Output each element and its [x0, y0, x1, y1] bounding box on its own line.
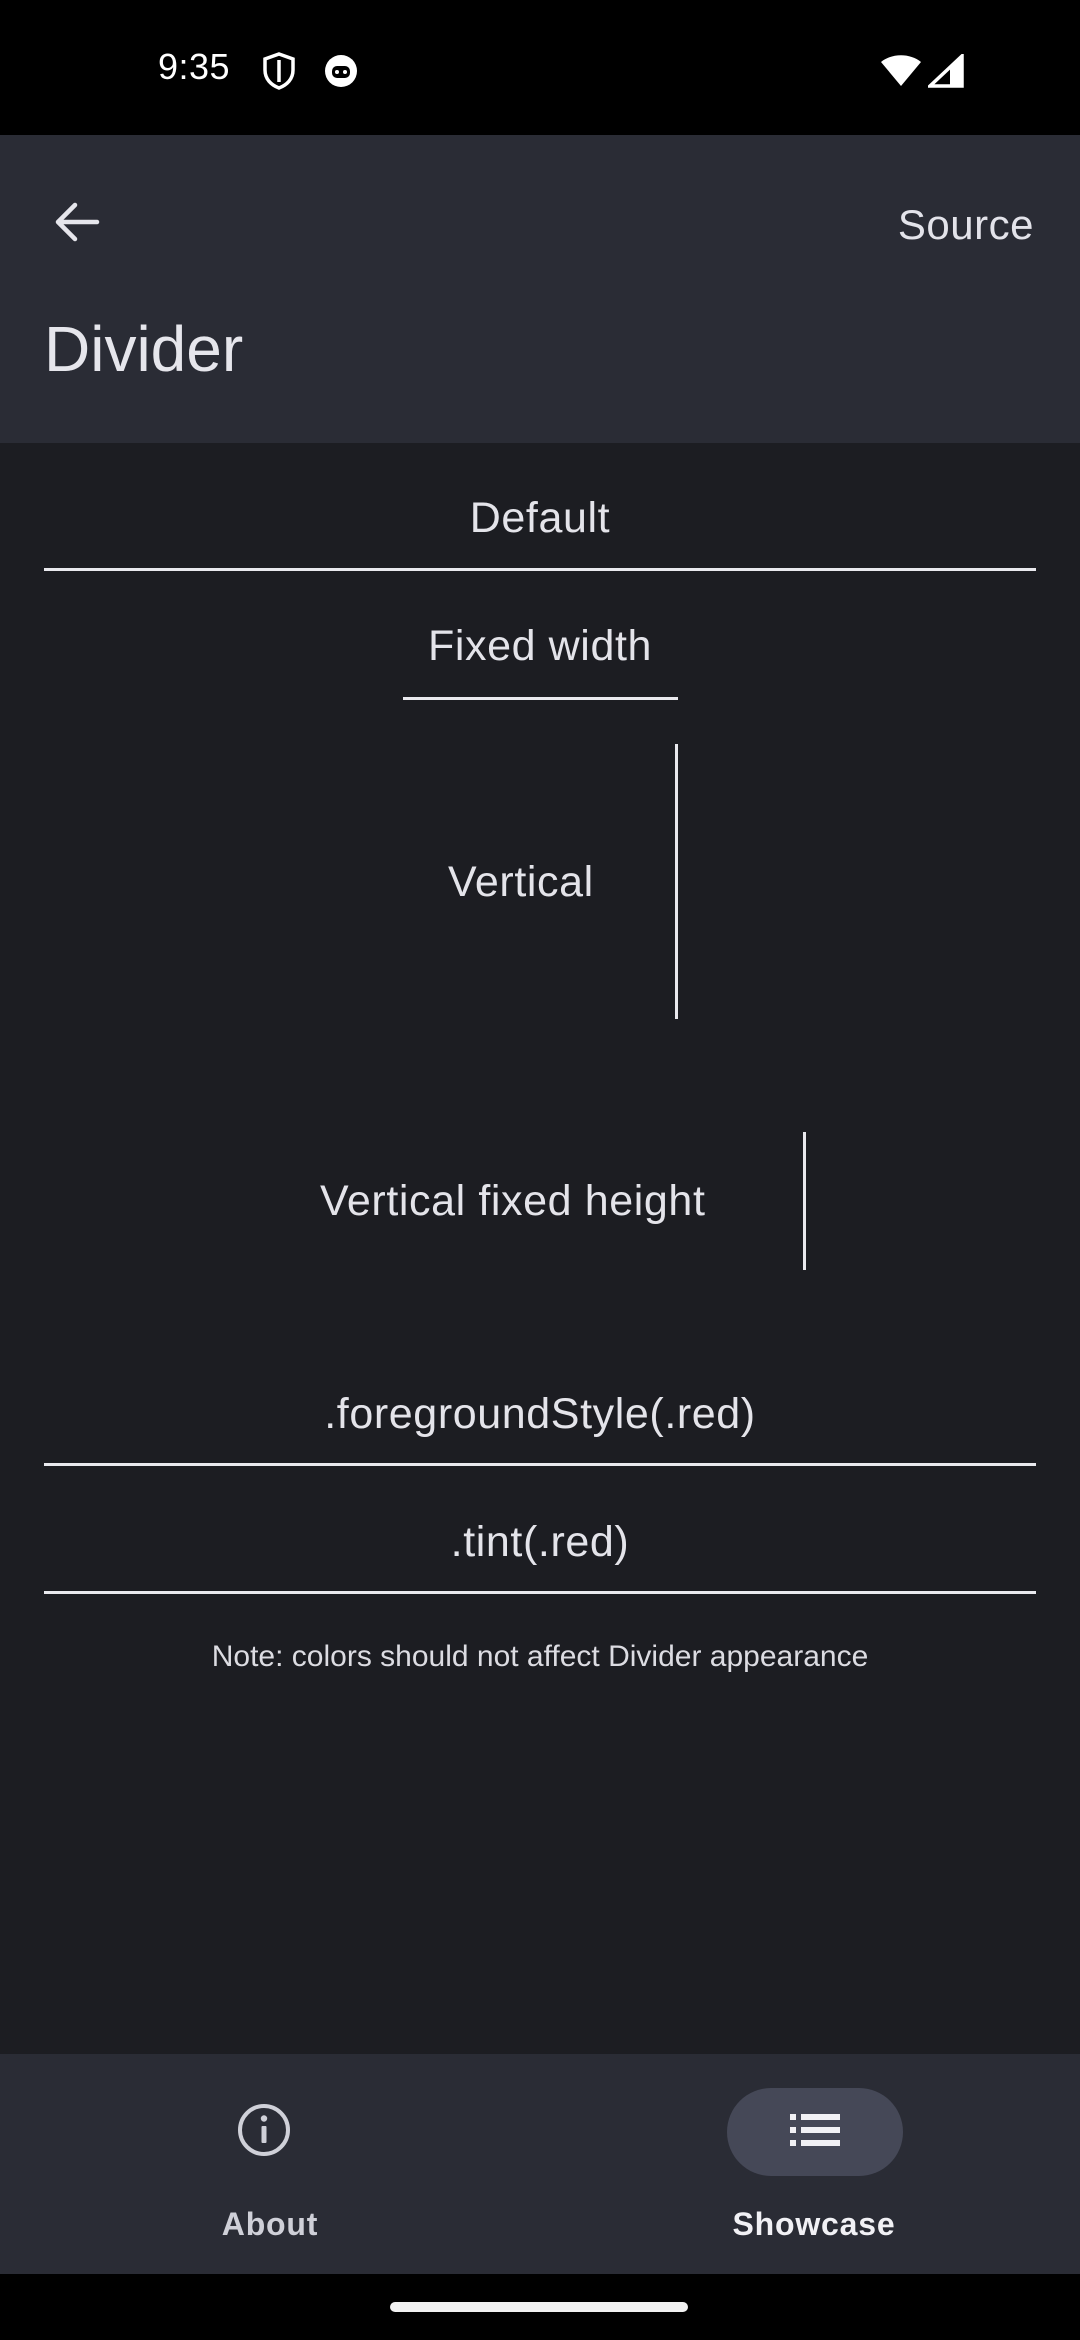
app-bar: [0, 135, 1080, 443]
vertical-divider: [675, 744, 678, 1019]
gesture-bar: [0, 2274, 1080, 2340]
nav-item-showcase[interactable]: Showcase: [540, 2054, 1080, 2274]
home-gesture-handle[interactable]: [390, 2302, 688, 2312]
arrow-left-icon: [53, 200, 101, 249]
fixed-width-divider: [403, 697, 678, 700]
vertical-fixed-height-divider: [803, 1132, 806, 1270]
signal-icon: [925, 51, 964, 93]
shield-icon: [262, 52, 296, 95]
nav-label-showcase: Showcase: [732, 2206, 896, 2242]
nav-item-about[interactable]: About: [0, 2054, 540, 2274]
status-time: 9:35: [158, 46, 231, 87]
nav-label-about: About: [221, 2206, 319, 2242]
list-icon: [788, 2110, 842, 2155]
info-icon: [236, 2102, 292, 2163]
default-divider: [44, 568, 1036, 571]
nav-pill-showcase: [727, 2088, 903, 2176]
foreground-style-divider: [44, 1463, 1036, 1466]
default-label: Default: [469, 494, 611, 542]
back-button[interactable]: [32, 182, 122, 266]
bottom-navigation: About Showcase: [0, 2054, 1080, 2274]
fixed-width-label: Fixed width: [427, 622, 653, 670]
tint-label: .tint(.red): [450, 1518, 630, 1566]
status-bar: 9:35: [0, 0, 1080, 135]
vertical-label: Vertical: [448, 858, 594, 906]
tint-divider: [44, 1591, 1036, 1594]
foreground-style-label: .foregroundStyle(.red): [324, 1390, 756, 1438]
wifi-icon: [880, 54, 922, 93]
nav-pill-about: [176, 2088, 352, 2176]
notification-icon: [322, 52, 360, 95]
vertical-fixed-height-label: Vertical fixed height: [320, 1177, 706, 1225]
page-title: Divider: [44, 313, 244, 385]
note-text: Note: colors should not affect Divider a…: [211, 1640, 869, 1673]
source-button[interactable]: Source: [897, 201, 1034, 248]
